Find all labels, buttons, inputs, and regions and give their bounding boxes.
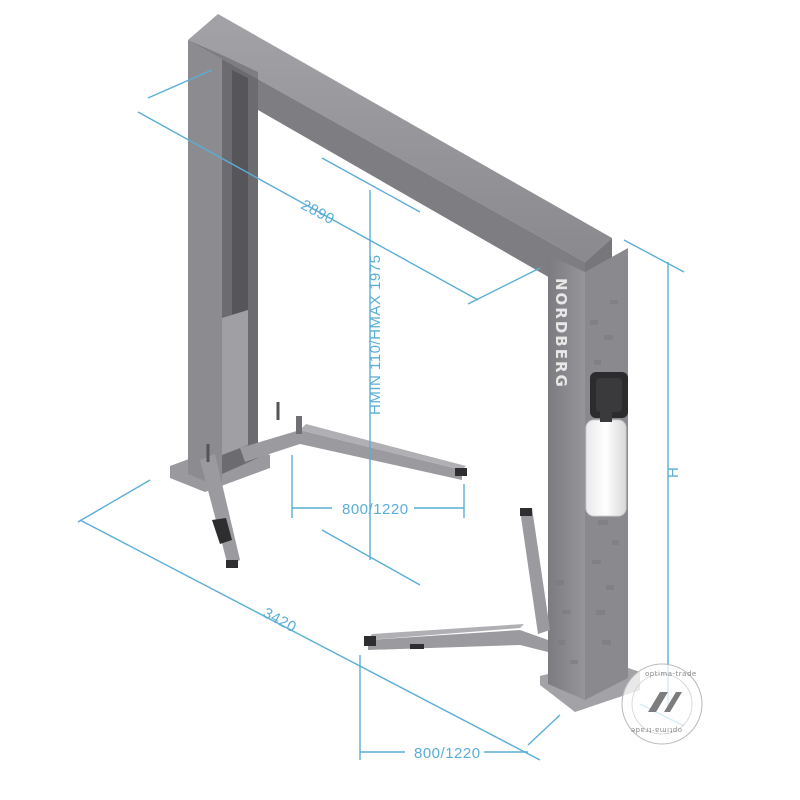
power-unit bbox=[585, 372, 628, 517]
front-arm-reach-label: 800/1220 bbox=[414, 745, 481, 762]
front-arm-pad bbox=[364, 636, 376, 646]
front-arms bbox=[364, 508, 550, 652]
left-column bbox=[170, 40, 270, 492]
watermark-text-top: optima-trade bbox=[645, 670, 697, 678]
front-arm-pad-2 bbox=[520, 508, 532, 516]
top-beam-front bbox=[188, 40, 585, 298]
front-arm-short bbox=[520, 508, 550, 634]
watermark-text-bottom: optima-trade bbox=[630, 726, 682, 734]
brand-label: NORDBERG bbox=[552, 278, 570, 389]
column-texture bbox=[556, 300, 619, 664]
right-column: NORDBERG bbox=[540, 248, 640, 712]
watermark-seal: optima-trade optima-trade bbox=[621, 663, 703, 745]
right-column-face bbox=[548, 255, 585, 700]
height-range-label: HMIN 110/HMAX 1975 bbox=[367, 255, 384, 415]
depth-dimension-label: 2890 bbox=[298, 197, 337, 229]
left-carriage bbox=[222, 310, 248, 455]
rear-arm-long bbox=[240, 430, 462, 480]
left-column-face bbox=[188, 40, 222, 488]
column-height-label: H bbox=[665, 467, 682, 478]
rear-arm-pad bbox=[455, 468, 467, 476]
watermark-logo-icon bbox=[648, 692, 682, 712]
rear-arms bbox=[200, 402, 467, 568]
overall-width-label: 3420 bbox=[260, 605, 299, 637]
oil-reservoir bbox=[585, 419, 627, 517]
rear-arm-pad-2 bbox=[226, 560, 238, 568]
left-column-slot bbox=[232, 70, 248, 318]
rear-arm-reach-label: 800/1220 bbox=[342, 501, 409, 518]
top-beam-top bbox=[188, 14, 612, 262]
